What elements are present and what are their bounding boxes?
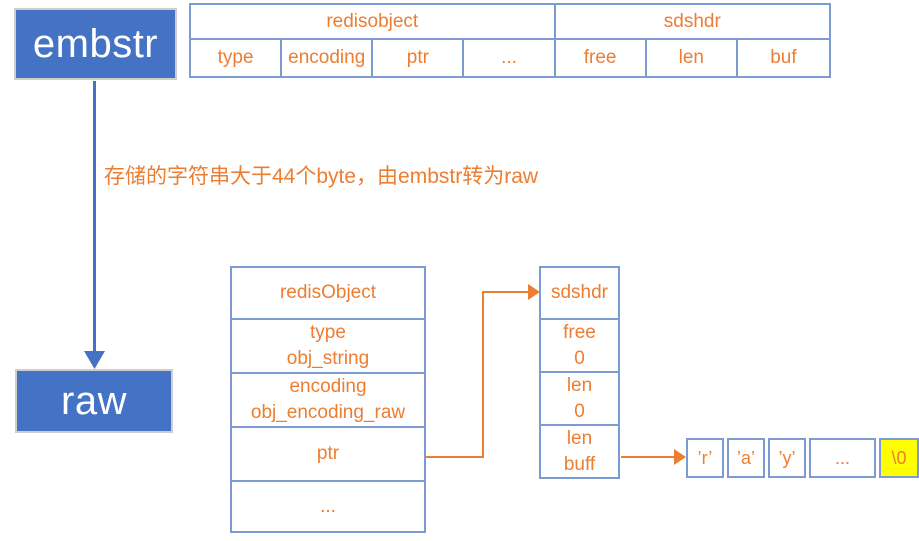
redis-object-title-row: redisObject [232, 268, 424, 318]
sdshdr-table: sdshdr free 0 len 0 len buff [539, 266, 620, 479]
char-cell-y: ’y’ [768, 438, 806, 478]
char-array: ’r’ ’a’ ’y’ ... \0 [686, 438, 919, 478]
sdshdr-title: sdshdr [550, 282, 609, 303]
raw-box: raw [15, 369, 173, 433]
redis-object-title: redisObject [279, 282, 377, 303]
transition-note: 存储的字符串大于44个byte，由embstr转为raw [104, 165, 539, 188]
sdshdr-free-row: free 0 [541, 318, 618, 371]
table-cell-free: free [555, 38, 647, 76]
redis-object-encoding-row: encoding obj_encoding_raw [232, 372, 424, 426]
redis-object-table: redisObject type obj_string encoding obj… [230, 266, 426, 533]
ptr-to-sdshdr-connector [426, 284, 540, 458]
sdshdr-len-row: len 0 [541, 371, 618, 424]
free-value: 0 [574, 347, 585, 369]
char-cell-ellipsis: ... [809, 438, 876, 478]
table-cell-type: type [191, 38, 283, 76]
redis-object-ellipsis-row: ... [232, 480, 424, 531]
embstr-label: embstr [32, 21, 159, 66]
table-cell-buf: buf [737, 38, 829, 76]
table-cell-ellipsis: ... [464, 38, 556, 76]
char-cell-null-terminator: \0 [879, 438, 919, 478]
embstr-box: embstr [14, 8, 177, 80]
redis-object-type-row: type obj_string [232, 318, 424, 372]
table-cell-ptr: ptr [373, 38, 465, 76]
len-label: len [566, 374, 593, 396]
buff-to-chars-connector [621, 449, 686, 465]
len-value: 0 [574, 400, 585, 422]
sdshdr-title-row: sdshdr [541, 268, 618, 318]
redis-object-ptr-row: ptr [232, 426, 424, 480]
table-cell-encoding: encoding [282, 38, 374, 76]
embstr-to-raw-arrow [84, 81, 105, 369]
char-cell-r: ’r’ [686, 438, 724, 478]
buff-label: len [566, 427, 593, 449]
free-label: free [563, 321, 596, 343]
ptr-label: ptr [316, 443, 340, 464]
table-cell-len: len [646, 38, 738, 76]
sdshdr-group-header: sdshdr [663, 10, 721, 32]
encoding-label: encoding [289, 376, 367, 397]
char-cell-a: ’a’ [727, 438, 765, 478]
buff-value: buff [563, 453, 596, 475]
type-label: type [310, 322, 346, 343]
sdshdr-buff-row: len buff [541, 424, 618, 477]
raw-label: raw [61, 378, 127, 423]
ellipsis-label: ... [320, 495, 336, 517]
type-value: obj_string [286, 348, 370, 369]
redisobject-group-header: redisobject [191, 5, 556, 38]
encoding-value: obj_encoding_raw [250, 402, 406, 423]
embstr-structure-table: redisobject sdshdr type encoding ptr ...… [189, 3, 831, 78]
